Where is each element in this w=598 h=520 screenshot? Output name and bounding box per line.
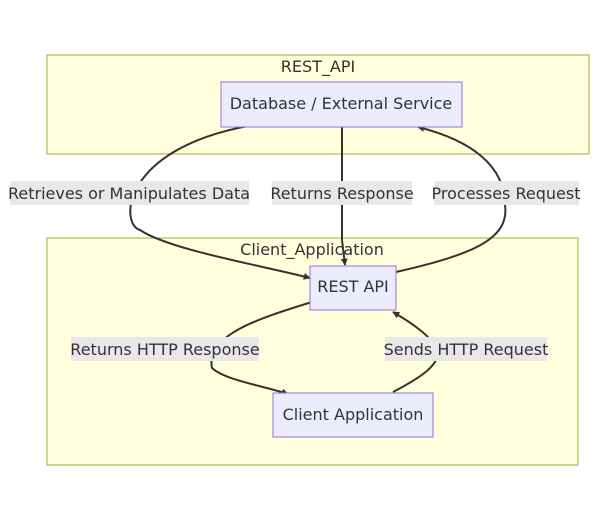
- edge-label-returns-http-response: Returns HTTP Response: [70, 337, 260, 361]
- cluster-rest-api-label: REST_API: [281, 57, 355, 77]
- edge-returns-http-response: [210, 301, 313, 396]
- node-client-application-label: Client Application: [283, 405, 424, 424]
- edge-returns-response: [340, 126, 348, 266]
- edge-label-retrieves-text: Retrieves or Manipulates Data: [8, 184, 250, 203]
- edge-label-retrieves: Retrieves or Manipulates Data: [8, 181, 250, 205]
- edge-label-returns-http-response-text: Returns HTTP Response: [70, 340, 259, 359]
- node-client-application[interactable]: Client Application: [272, 392, 434, 438]
- edge-label-returns-response-text: Returns Response: [270, 184, 413, 203]
- edge-label-sends-http-request: Sends HTTP Request: [384, 337, 549, 361]
- edge-label-processes-request: Processes Request: [432, 181, 581, 205]
- node-database-external-service[interactable]: Database / External Service: [220, 81, 463, 128]
- node-database-external-service-label: Database / External Service: [230, 94, 453, 113]
- node-rest-api[interactable]: REST API: [309, 265, 397, 311]
- cluster-client-application-label: Client_Application: [240, 240, 384, 260]
- edge-label-sends-http-request-text: Sends HTTP Request: [384, 340, 549, 359]
- edge-processes-request: [395, 125, 507, 273]
- edge-label-processes-request-text: Processes Request: [432, 184, 581, 203]
- node-rest-api-label: REST API: [317, 277, 389, 296]
- edge-retrieves-data: [129, 125, 311, 280]
- edge-label-returns-response: Returns Response: [270, 181, 414, 205]
